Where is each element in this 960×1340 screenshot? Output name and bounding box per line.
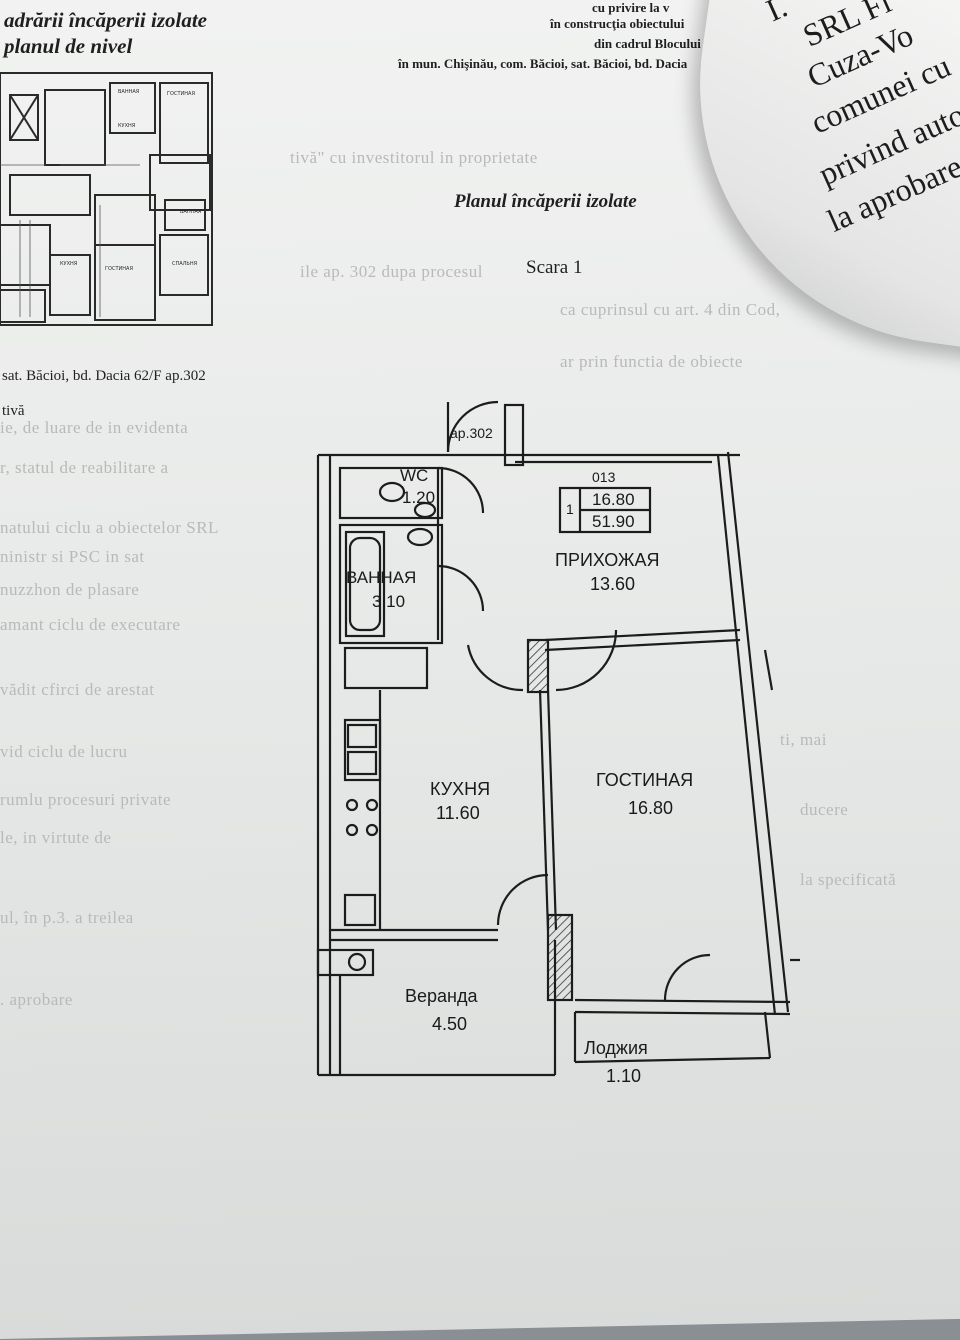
room-veranda-name: Веранда	[405, 986, 478, 1006]
address-fragment: tivă	[2, 403, 25, 419]
curled-line-1: I.	[760, 0, 793, 29]
floor-level-plan: ВАННАЯ ГОСТИНАЯ КУХНЯ ВАННАЯ СПАЛЬНЯ КУХ…	[0, 72, 213, 326]
header-right-line4: în mun. Chişinău, com. Băcioi, sat. Băci…	[398, 56, 688, 71]
room-veranda-area: 4.50	[432, 1014, 468, 1034]
room-loggia-name: Лоджия	[584, 1038, 648, 1058]
plan-scale: Scara 1	[526, 257, 583, 278]
room-living-area: 16.80	[628, 798, 674, 818]
room-kitchen-area: 11.60	[436, 803, 480, 823]
svg-text:КУХНЯ: КУХНЯ	[118, 123, 135, 129]
svg-text:КУХНЯ: КУХНЯ	[60, 261, 77, 267]
room-living-name: ГОСТИНАЯ	[596, 770, 694, 790]
svg-text:ГОСТИНАЯ: ГОСТИНАЯ	[105, 266, 133, 272]
room-hall-area: 13.60	[590, 574, 636, 594]
svg-text:ГОСТИНАЯ: ГОСТИНАЯ	[167, 91, 195, 97]
room-bath-name: ВАННАЯ	[346, 568, 417, 587]
header-right-line3: din cadrul Blocului	[594, 36, 701, 51]
apartment-floor-plan	[316, 400, 800, 1077]
svg-text:СПАЛЬНЯ: СПАЛЬНЯ	[172, 261, 197, 267]
svg-text:ВАННАЯ: ВАННАЯ	[180, 209, 201, 215]
info-number: 1	[566, 501, 574, 517]
document-title-line2: planul de nivel	[4, 34, 133, 58]
header-right-line2: în construcţia obiectului	[550, 16, 685, 31]
info-total-area: 51.90	[592, 512, 635, 531]
room-wc-area: 1.20	[402, 488, 436, 507]
room-loggia-area: 1.10	[606, 1066, 642, 1086]
apartment-number-label: ap.302	[450, 425, 493, 441]
svg-text:ВАННАЯ: ВАННАЯ	[118, 89, 139, 95]
apartment-address: sat. Băcioi, bd. Dacia 62/F ap.302	[2, 368, 206, 384]
document-title-line1: adrării încăperii izolate	[4, 8, 208, 32]
room-kitchen-name: КУХНЯ	[430, 779, 491, 799]
info-living-area: 16.80	[592, 490, 635, 509]
plan-title: Planul încăperii izolate	[454, 191, 637, 212]
room-wc-name: WC	[400, 466, 429, 485]
room-bath-area: 3.10	[372, 592, 406, 611]
info-code: 013	[592, 469, 616, 485]
header-right-line1: cu privire la v	[592, 0, 670, 15]
room-hall-name: ПРИХОЖАЯ	[555, 550, 660, 570]
